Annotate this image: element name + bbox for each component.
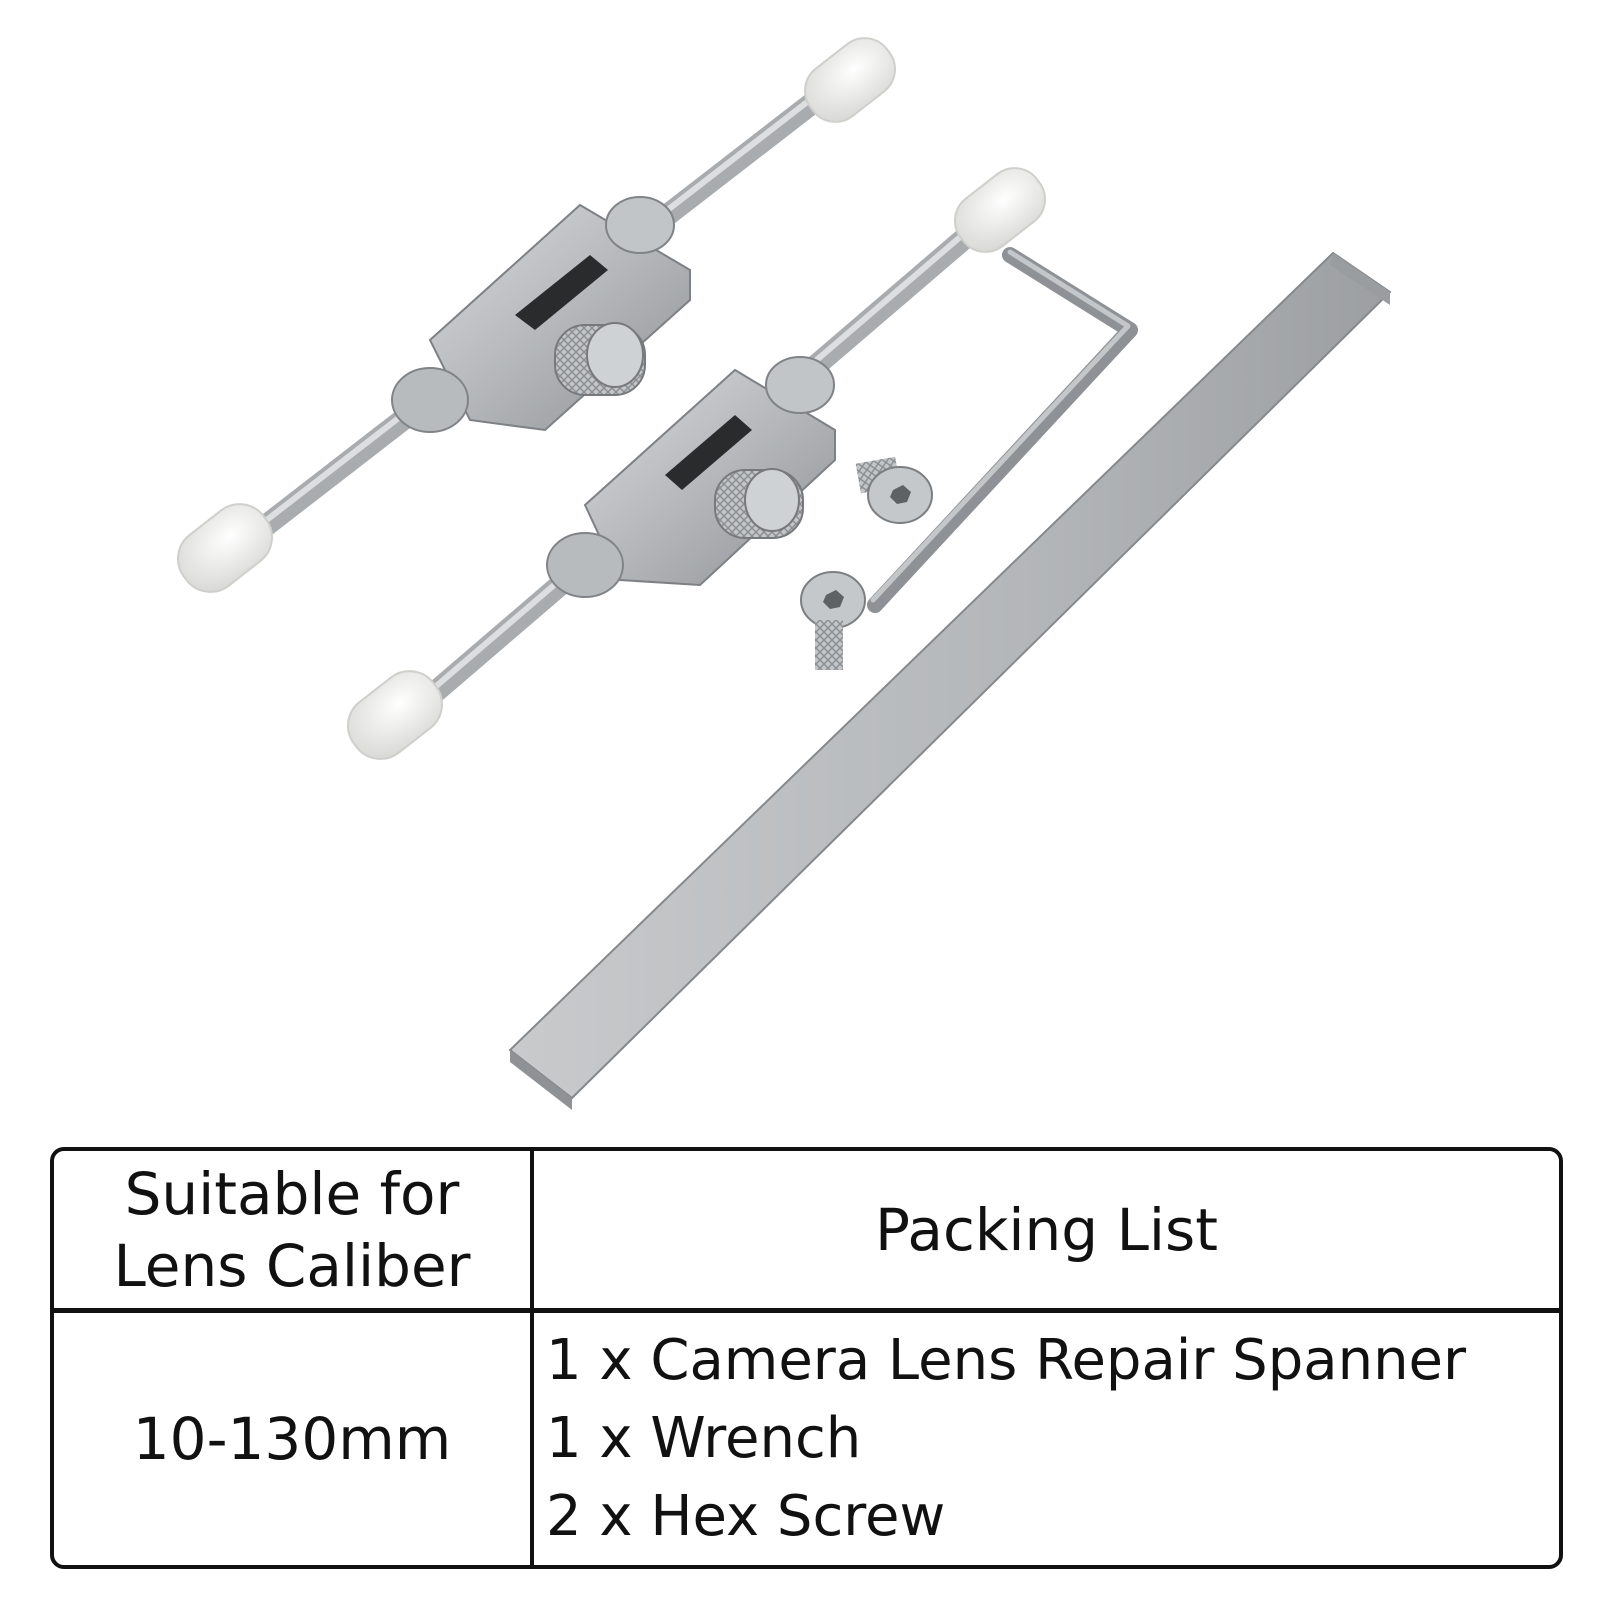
column-divider: [530, 1151, 534, 1565]
list-item: 2 x Hex Screw: [546, 1484, 946, 1549]
cap-icon: [177, 503, 273, 593]
hex-screw-icon: [800, 571, 866, 670]
knurled-knob-icon: [554, 322, 646, 396]
tap-wrench-2: [347, 167, 1046, 760]
cap-icon: [347, 670, 443, 760]
hex-screw-icon: [855, 456, 933, 524]
list-item: 1 x Camera Lens Repair Spanner: [546, 1328, 1467, 1393]
cap-icon: [804, 37, 896, 123]
header-line-2: Lens Caliber: [113, 1231, 471, 1300]
packing-items-cell: 1 x Camera Lens Repair Spanner 1 x Wrenc…: [546, 1313, 1556, 1565]
knurled-knob-icon: [714, 468, 804, 539]
tap-wrench-1: [177, 37, 896, 593]
flat-steel-bar: [508, 251, 1392, 1110]
row-divider: [54, 1308, 1559, 1313]
hex-key-wrench: [867, 247, 1138, 613]
header-packing-list: Packing List: [534, 1151, 1559, 1308]
caliber-value: 10-130mm: [132, 1405, 452, 1473]
product-photo: [177, 37, 1392, 1110]
spec-table: Suitable for Lens Caliber Packing List 1…: [50, 1147, 1563, 1569]
packing-list-title: Packing List: [875, 1195, 1218, 1264]
cap-icon: [954, 167, 1046, 253]
header-suitable-caliber: Suitable for Lens Caliber: [54, 1151, 530, 1308]
header-line-1: Suitable for: [124, 1159, 460, 1228]
list-item: 1 x Wrench: [546, 1406, 862, 1471]
caliber-cell: 10-130mm: [54, 1313, 530, 1565]
